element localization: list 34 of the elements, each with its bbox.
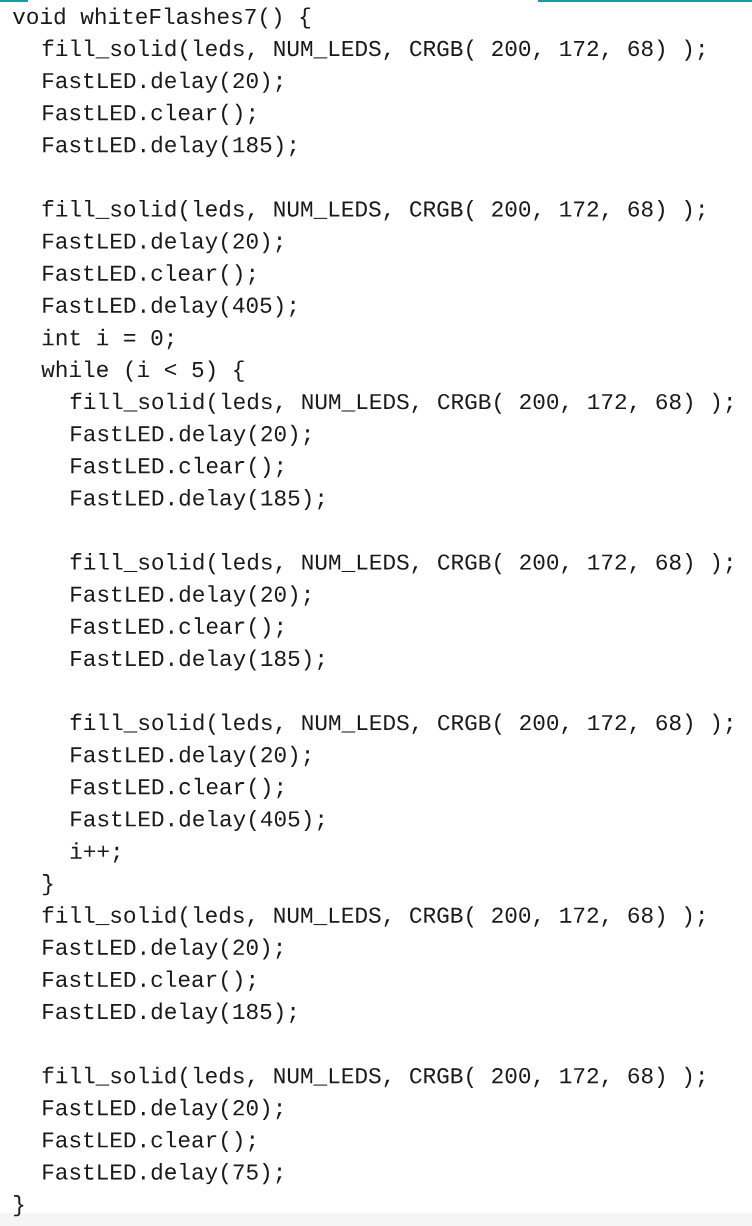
code-line: FastLED.delay(185);: [71, 649, 324, 671]
code-line: FastLED.clear();: [43, 970, 255, 992]
code-line: while (i < 5) {: [41, 360, 244, 382]
code-line: }: [14, 1195, 24, 1217]
code-line: FastLED.delay(75);: [43, 1163, 282, 1185]
code-line: }: [43, 874, 53, 896]
code-line: FastLED.clear();: [43, 103, 255, 125]
code-line: fill_solid(leds, NUM_LEDS, CRGB( 200, 172, 68) );: [70, 392, 732, 414]
code-line: FastLED.delay(185);: [71, 488, 324, 511]
code-line: FastLED.delay(20);: [71, 585, 310, 607]
code-line: FastLED.delay(185);: [43, 1002, 296, 1024]
code-line: fill_solid(leds, NUM_LEDS, CRGB( 200, 172, 68) );: [70, 553, 732, 575]
code-line: FastLED.delay(405);: [71, 809, 324, 832]
code-line: fill_solid(leds, NUM_LEDS, CRGB( 200, 172, 68) );: [42, 906, 704, 928]
code-line: FastLED.clear();: [71, 456, 283, 478]
code-line: FastLED.delay(405);: [43, 296, 296, 318]
code-line: FastLED.delay(20);: [43, 938, 282, 960]
code-line: FastLED.clear();: [43, 264, 255, 286]
code-line: FastLED.delay(20);: [71, 745, 310, 767]
code-line: FastLED.clear();: [71, 777, 283, 799]
code-line: FastLED.delay(185);: [43, 135, 296, 157]
code-line: FastLED.delay(20);: [71, 424, 310, 446]
code-line: FastLED.delay(20);: [43, 71, 282, 93]
code-line: fill_solid(leds, NUM_LEDS, CRGB( 200, 172, 68) );: [42, 200, 704, 222]
code-line: FastLED.delay(20);: [43, 1098, 282, 1120]
code-line: void whiteFlashes7() {: [12, 7, 310, 29]
code-line: fill_solid(leds, NUM_LEDS, CRGB( 200, 172, 68) );: [70, 713, 732, 735]
code-line: FastLED.clear();: [71, 617, 283, 639]
code-line: i++;: [70, 842, 119, 863]
code-line: fill_solid(leds, NUM_LEDS, CRGB( 200, 172, 68) );: [42, 1066, 704, 1088]
code-line: FastLED.clear();: [43, 1130, 255, 1153]
code-line: fill_solid(leds, NUM_LEDS, CRGB( 200, 172, 68) );: [42, 39, 704, 61]
code-line: FastLED.delay(20);: [43, 232, 282, 254]
code-line: int i = 0;: [42, 328, 173, 350]
